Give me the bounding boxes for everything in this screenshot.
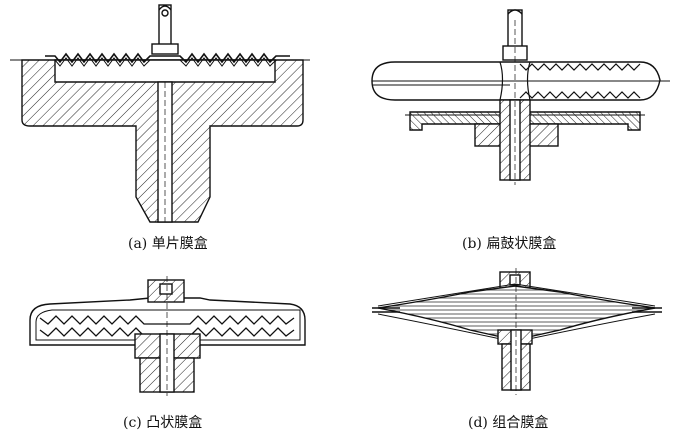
caption-a: (a) 单片膜盒: [128, 236, 208, 252]
caption-c: (c) 凸状膜盒: [123, 415, 203, 431]
diaphragm-a: [45, 52, 290, 64]
capsule-d-drawing: [372, 268, 662, 395]
caption-d: (d) 组合膜盒: [468, 415, 549, 431]
capsule-a-drawing: [10, 4, 310, 223]
capsule-b-drawing: [371, 9, 670, 185]
caption-b: (b) 扁鼓状膜盒: [462, 236, 557, 252]
capsule-c-drawing: [29, 276, 306, 396]
